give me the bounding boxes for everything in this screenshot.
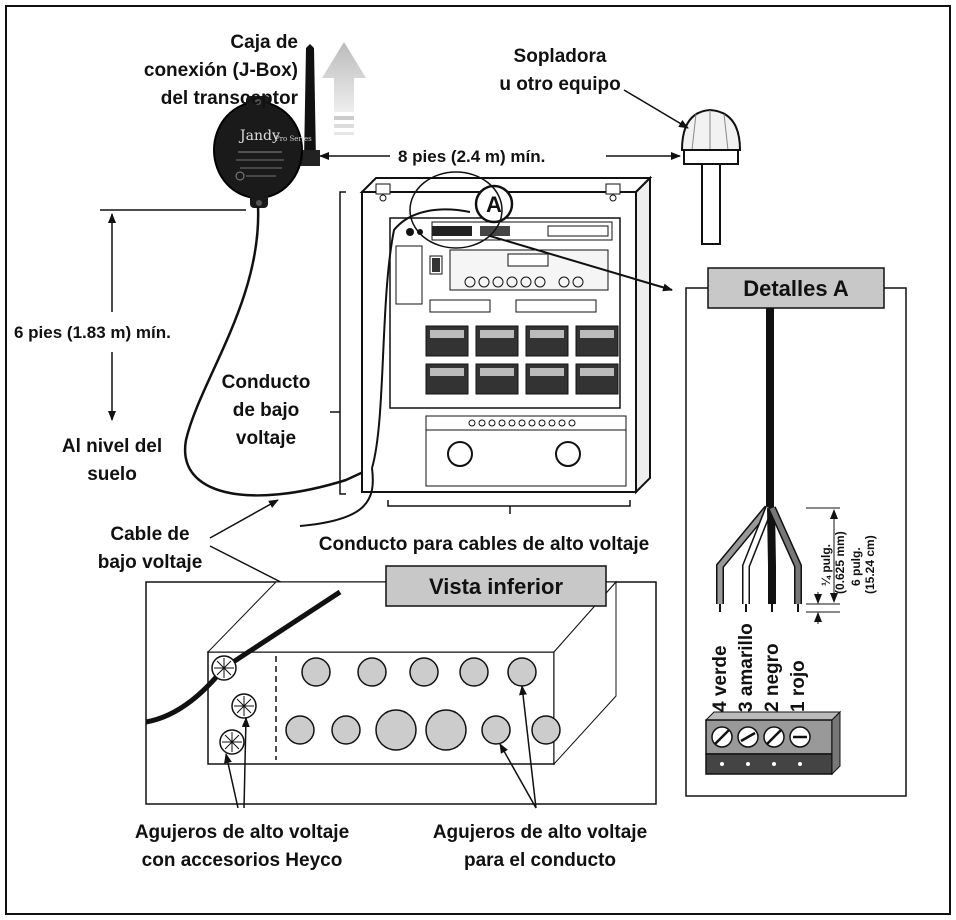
cable-low-line1: Cable de [110, 524, 189, 545]
cable-low-leader-1 [209, 499, 279, 539]
bottom-view-title-box [385, 565, 607, 607]
strip-dim-line2: (0.625 mm) [833, 531, 847, 594]
conduit-low-line2: de bajo [233, 400, 300, 421]
conduit-high-label: Conducto para cables de alto voltaje [319, 534, 649, 555]
conduit-low-line3: voltaje [236, 428, 296, 449]
outer-border [5, 5, 951, 915]
detail-a-title-box [707, 267, 885, 309]
jbox-label-line2: conexión (J-Box) [144, 60, 298, 81]
callout-a-ring [409, 171, 503, 249]
up-arrow-icon [322, 42, 366, 135]
strip-dim-line1: ¼ pulg. [819, 544, 833, 586]
jandy-brand-text: Jandy [238, 128, 280, 144]
jbox-label-line1: Caja de [230, 32, 298, 53]
wire-dim-line2: (15.24 cm) [863, 535, 877, 594]
bottom-view [145, 580, 657, 805]
panel-bottom-bracket [387, 500, 631, 507]
blower-icon [680, 108, 742, 245]
detail-a-title: Detalles A [743, 276, 849, 301]
panel-left-bracket [339, 191, 346, 495]
dist-8ft-label: 8 pies (2.4 m) mín. [398, 147, 545, 166]
ground-label-line2: suelo [87, 464, 137, 485]
blower-label-line1: Sopladora [514, 46, 607, 67]
control-panel-enclosure [299, 175, 653, 527]
dist-6ft-label: 6 pies (1.83 m) mín. [14, 323, 171, 342]
callout-a-circle [474, 184, 514, 224]
holes-heyco-line2: con accesorios Heyco [142, 850, 343, 871]
conduit-low-line1: Conducto [222, 372, 311, 393]
detail-a-box [685, 287, 907, 797]
blower-leader-line [623, 89, 689, 129]
terminal-block [704, 710, 842, 776]
blower-label-line2: u otro equipo [499, 74, 620, 95]
ground-label-line1: Al nivel del [62, 436, 162, 457]
holes-conduit-line2: para el conducto [464, 850, 616, 871]
callout-a-label: A [486, 192, 502, 217]
wire-label-4: 4 verde [710, 645, 731, 712]
holes-conduit-line1: Agujeros de alto voltaje [433, 822, 647, 843]
jbox-label-line3: del transceptor [161, 88, 299, 109]
low-voltage-cable [183, 205, 373, 497]
bottom-view-title: Vista inferior [429, 574, 564, 599]
jandy-series-text: Pro Series [275, 135, 312, 143]
wire-label-2: 2 negro [762, 643, 783, 712]
jbox-transceiver-icon: Jandy Pro Series [213, 44, 320, 208]
detail-a-wires [716, 308, 802, 612]
holes-heyco-line1: Agujeros de alto voltaje [135, 822, 349, 843]
wire-label-3: 3 amarillo [736, 623, 757, 712]
wire-label-1: 1 rojo [788, 660, 809, 712]
cable-low-line2: bajo voltaje [98, 552, 203, 573]
callout-a-leader [489, 235, 673, 292]
wire-dim-line1: 6 pulg. [849, 547, 863, 586]
